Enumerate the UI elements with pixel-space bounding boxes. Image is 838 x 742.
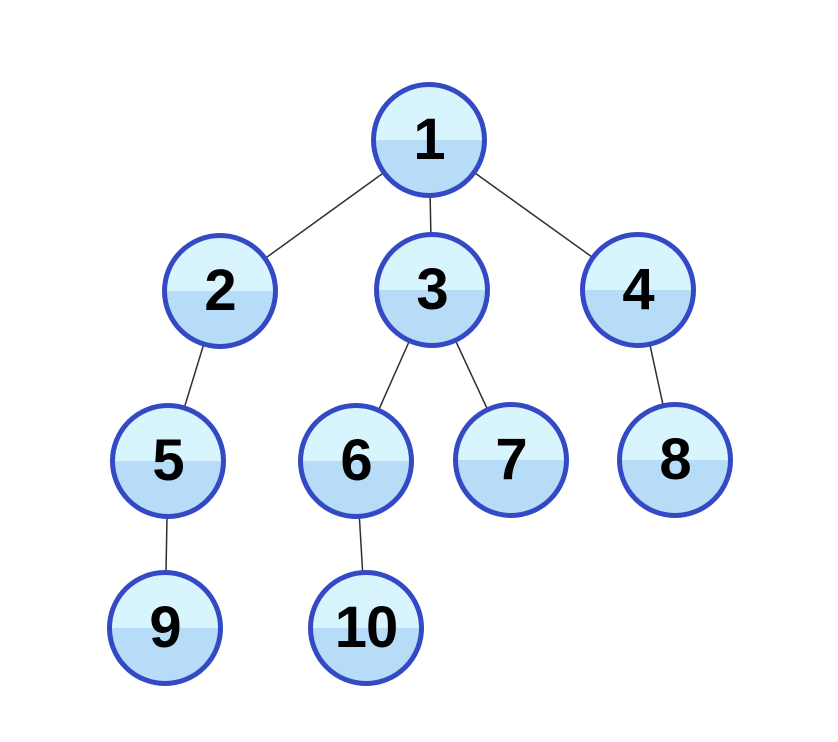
tree-node-4: 4 [580, 232, 696, 348]
node-label-2: 2 [204, 258, 236, 323]
tree-node-1: 1 [371, 82, 487, 198]
tree-node-9: 9 [107, 570, 223, 686]
tree-node-7: 7 [453, 402, 569, 518]
tree-node-6: 6 [298, 403, 414, 519]
node-label-5: 5 [152, 428, 184, 493]
node-label-9: 9 [149, 595, 181, 660]
node-label-6: 6 [340, 428, 372, 493]
tree-node-5: 5 [110, 403, 226, 519]
node-label-3: 3 [416, 257, 448, 322]
node-label-4: 4 [622, 257, 654, 322]
node-label-1: 1 [413, 107, 445, 172]
node-label-10: 10 [334, 595, 399, 660]
tree-node-2: 2 [162, 233, 278, 349]
node-label-8: 8 [659, 427, 691, 492]
tree-node-10: 10 [308, 570, 424, 686]
tree-node-8: 8 [617, 402, 733, 518]
node-label-7: 7 [495, 427, 527, 492]
tree-node-3: 3 [374, 232, 490, 348]
